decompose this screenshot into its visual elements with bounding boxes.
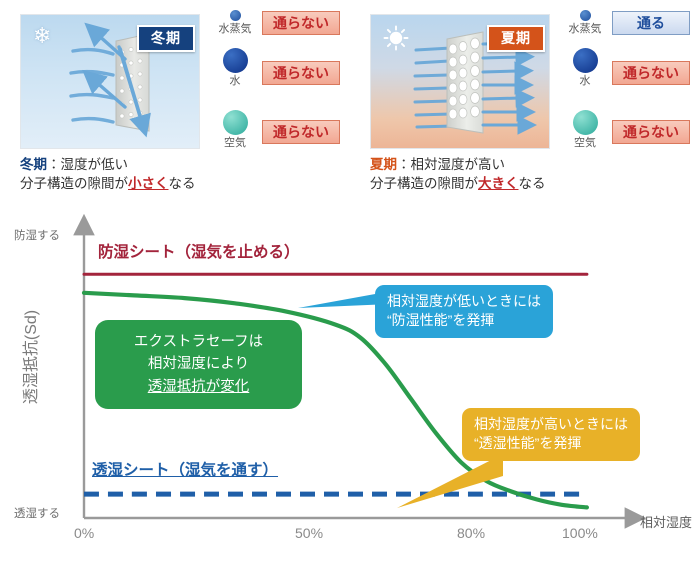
water-dot-icon — [572, 48, 598, 73]
high-humidity-callout: 相対湿度が高いときには “透湿性能”を発揮 — [462, 408, 640, 461]
summer-membrane-diagram — [413, 31, 537, 135]
x-tick-0: 0% — [74, 525, 95, 541]
extrasafe-note-line3: 透湿抵抗が変化 — [147, 378, 250, 395]
badge-winter-vapor: 通らない — [262, 11, 340, 35]
legend-item-vapor: 水蒸気 — [555, 10, 615, 35]
y-axis-top-label: 防湿する — [14, 230, 60, 242]
y-axis-label: 透湿抵抗(Sd) — [23, 309, 40, 405]
summer-caption-text: 相対湿度が高い — [410, 157, 506, 172]
badge-winter-water: 通らない — [262, 61, 340, 85]
winter-illustration: ❄ — [20, 14, 200, 149]
winter-caption-keyword: 冬期 — [20, 157, 47, 172]
winter-panel: ❄ — [0, 0, 350, 205]
chart-plot-area — [73, 213, 647, 529]
summer-caption2-post: なる — [518, 176, 546, 191]
summer-caption-line2: 分子構造の隙間が大きくなる — [370, 174, 546, 194]
legend-label-air: 空気 — [224, 137, 246, 149]
winter-caption2-pre: 分子構造の隙間が — [20, 176, 128, 191]
extrasafe-note-line2: 相対湿度により — [147, 356, 250, 373]
summer-caption2-keyword: 大きく — [478, 176, 519, 191]
season-tag-summer: 夏期 — [487, 25, 545, 53]
x-tick-1: 50% — [295, 525, 324, 541]
water-dot-icon — [222, 48, 248, 73]
winter-caption2-post: なる — [168, 176, 196, 191]
high-humidity-callout-line1: 相対湿度が高いときには — [474, 416, 628, 432]
air-dot-icon — [222, 110, 248, 135]
summer-panel: 夏期 水蒸気 水 空気 通る 通らない 通らない 夏期：相対湿度が高い 分子構造… — [350, 0, 700, 205]
season-tag-winter: 冬期 — [137, 25, 195, 53]
legend-label-water: 水 — [229, 75, 241, 87]
sun-icon — [383, 25, 409, 51]
legend-label-vapor: 水蒸気 — [218, 23, 252, 35]
legend-label-water: 水 — [579, 75, 591, 87]
summer-caption-keyword: 夏期 — [370, 157, 397, 172]
orange-callout-pointer — [397, 454, 503, 508]
badge-winter-air: 通らない — [262, 120, 340, 144]
badge-summer-vapor: 通る — [612, 11, 690, 35]
humidity-vapor-resistance-chart: 防湿する 透湿する 透湿抵抗(Sd) 相対湿度 0% 50% 80% 100% … — [0, 205, 700, 566]
snowflake-icon: ❄ — [33, 23, 52, 48]
vapor-barrier-line-label: 防湿シート（湿気を止める） — [98, 244, 300, 261]
badge-summer-air: 通らない — [612, 120, 690, 144]
x-tick-2: 80% — [457, 525, 486, 541]
legend-item-air: 空気 — [555, 110, 615, 164]
extrasafe-note-callout: エクストラセーフは 相対湿度により 透湿抵抗が変化 — [95, 320, 302, 410]
vapor-permeable-line-label: 透湿シート（湿気を通す） — [92, 462, 279, 479]
winter-caption-sep: ： — [47, 157, 61, 172]
low-humidity-callout: 相対湿度が低いときには “防湿性能”を発揮 — [375, 285, 553, 338]
air-dot-icon — [572, 110, 598, 135]
legend-item-water: 水 — [205, 48, 265, 102]
low-humidity-callout-line2: “防湿性能”を発揮 — [387, 311, 495, 328]
legend-item-water: 水 — [555, 48, 615, 102]
summer-illustration: 夏期 — [370, 14, 550, 149]
high-humidity-callout-line2: “透湿性能”を発揮 — [474, 434, 582, 451]
y-axis-bottom-label: 透湿する — [14, 508, 60, 520]
extrasafe-note-line1: エクストラセーフは — [133, 334, 264, 350]
summer-caption-line1: 夏期：相対湿度が高い — [370, 155, 505, 175]
badge-summer-water: 通らない — [612, 61, 690, 85]
legend-item-vapor: 水蒸気 — [205, 10, 265, 35]
x-axis-label: 相対湿度 — [640, 515, 693, 530]
legend-item-air: 空気 — [205, 110, 265, 164]
winter-legend: 水蒸気 水 空気 — [205, 10, 265, 164]
vapor-dot-icon — [229, 10, 241, 21]
legend-label-air: 空気 — [574, 137, 596, 149]
winter-caption-line2: 分子構造の隙間が小さくなる — [20, 174, 196, 194]
series-line-2 — [81, 290, 589, 510]
summer-caption-sep: ： — [397, 157, 411, 172]
winter-caption-text: 湿度が低い — [60, 157, 129, 172]
winter-membrane-diagram — [69, 22, 151, 138]
chart-series-layer — [81, 272, 589, 510]
summer-legend: 水蒸気 水 空気 — [555, 10, 615, 164]
vapor-dot-icon — [579, 10, 591, 21]
low-humidity-callout-line1: 相対湿度が低いときには — [387, 293, 541, 309]
winter-caption2-keyword: 小さく — [128, 176, 169, 191]
summer-caption2-pre: 分子構造の隙間が — [370, 176, 478, 191]
winter-caption-line1: 冬期：湿度が低い — [20, 155, 128, 175]
x-tick-3: 100% — [562, 525, 598, 541]
legend-label-vapor: 水蒸気 — [568, 23, 602, 35]
